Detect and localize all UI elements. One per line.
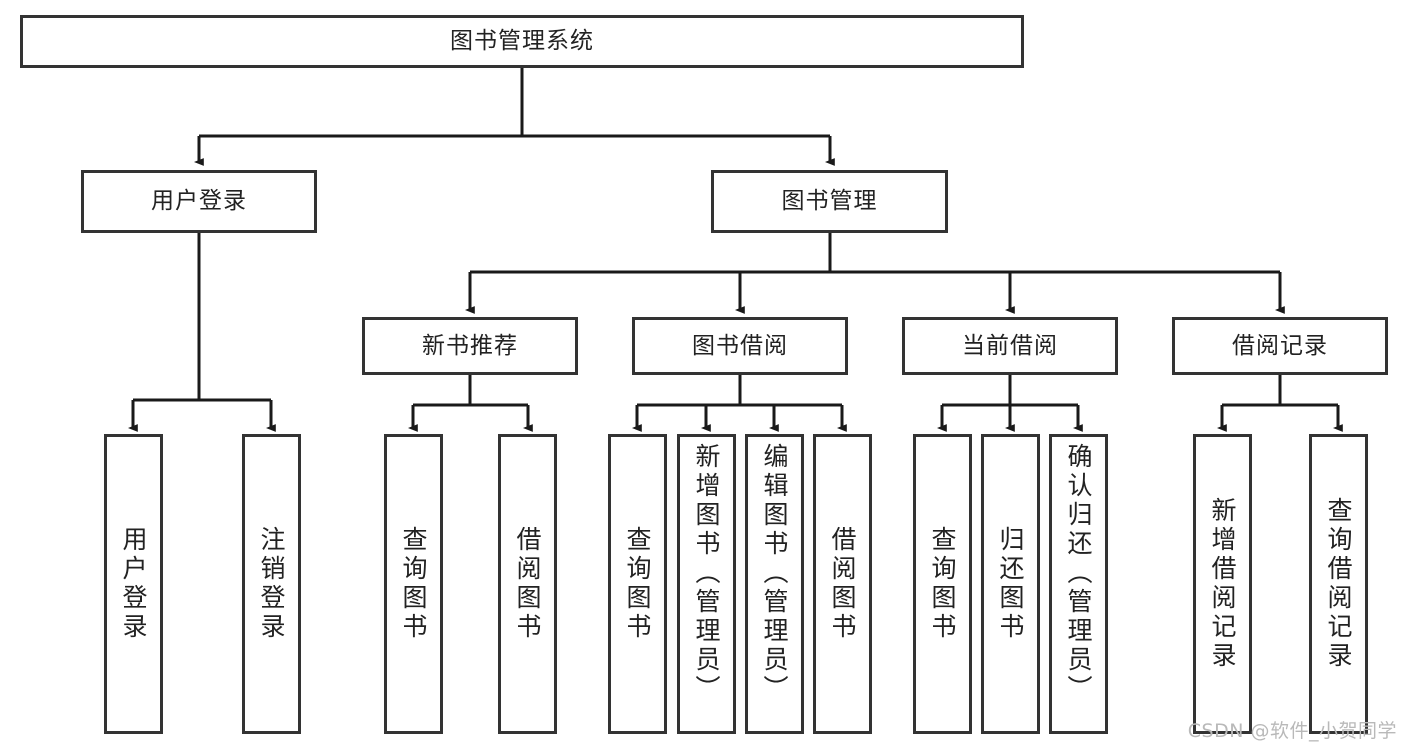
leaf-add-record-label: 新增借阅记录: [1208, 497, 1237, 671]
leaf-query-record-label: 查询借阅记录: [1324, 497, 1353, 671]
leaf-query-book-3-label: 查询图书: [928, 526, 957, 642]
node-borrow-record[interactable]: 借阅记录: [1172, 317, 1388, 375]
node-new-book-recommend[interactable]: 新书推荐: [362, 317, 578, 375]
leaf-edit-book[interactable]: 编辑图书（管理员）: [745, 434, 804, 734]
leaf-add-book-label: 新增图书（管理员）: [692, 443, 721, 704]
leaf-logout-login-label: 注销登录: [257, 526, 286, 642]
node-book-manage-label: 图书管理: [781, 188, 878, 215]
leaf-edit-book-label: 编辑图书（管理员）: [760, 443, 789, 704]
node-book-borrow[interactable]: 图书借阅: [632, 317, 848, 375]
leaf-query-book-2[interactable]: 查询图书: [608, 434, 667, 734]
leaf-borrow-book-2[interactable]: 借阅图书: [813, 434, 872, 734]
leaf-query-book-1[interactable]: 查询图书: [384, 434, 443, 734]
leaf-borrow-book-1[interactable]: 借阅图书: [498, 434, 557, 734]
node-root[interactable]: 图书管理系统: [20, 15, 1024, 68]
leaf-borrow-book-2-label: 借阅图书: [828, 526, 857, 642]
leaf-add-record[interactable]: 新增借阅记录: [1193, 434, 1252, 734]
leaf-return-book[interactable]: 归还图书: [981, 434, 1040, 734]
node-user-login-label: 用户登录: [151, 188, 247, 215]
leaf-query-book-3[interactable]: 查询图书: [913, 434, 972, 734]
leaf-query-book-1-label: 查询图书: [399, 526, 428, 642]
leaf-logout-login[interactable]: 注销登录: [242, 434, 301, 734]
node-current-borrow[interactable]: 当前借阅: [902, 317, 1118, 375]
leaf-return-book-label: 归还图书: [996, 526, 1025, 642]
leaf-confirm-return[interactable]: 确认归还（管理员）: [1049, 434, 1108, 734]
leaf-query-record[interactable]: 查询借阅记录: [1309, 434, 1368, 734]
leaf-user-login-label: 用户登录: [119, 526, 148, 642]
node-current-borrow-label: 当前借阅: [962, 332, 1058, 359]
node-book-manage[interactable]: 图书管理: [711, 170, 948, 233]
leaf-query-book-2-label: 查询图书: [623, 526, 652, 642]
node-book-borrow-label: 图书借阅: [692, 332, 788, 359]
node-new-book-recommend-label: 新书推荐: [422, 332, 518, 359]
leaf-user-login[interactable]: 用户登录: [104, 434, 163, 734]
leaf-borrow-book-1-label: 借阅图书: [513, 526, 542, 642]
node-borrow-record-label: 借阅记录: [1232, 332, 1328, 359]
watermark: CSDN @软件_小贺同学: [1187, 720, 1397, 742]
node-user-login[interactable]: 用户登录: [81, 170, 317, 233]
node-root-label: 图书管理系统: [450, 28, 594, 55]
leaf-add-book[interactable]: 新增图书（管理员）: [677, 434, 736, 734]
leaf-confirm-return-label: 确认归还（管理员）: [1064, 443, 1093, 704]
